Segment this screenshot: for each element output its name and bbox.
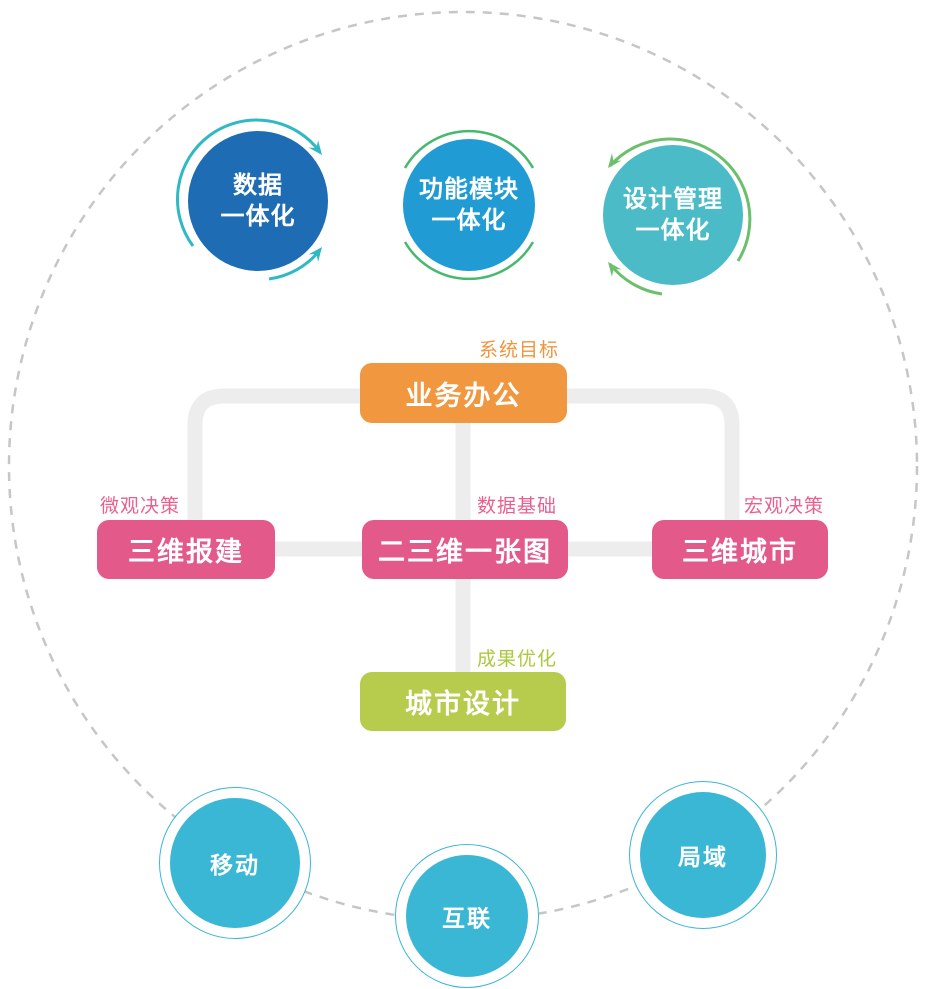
flow-node-3d-city: 三维城市 — [652, 520, 828, 579]
top-circle-module-integration: 功能模块 一体化 — [403, 139, 535, 271]
tag-system-goal: 系统目标 — [478, 340, 559, 361]
bottom-ring-internet: 互联 — [395, 844, 539, 988]
bottom-circle-mobile: 移动 — [170, 798, 300, 928]
circle3-arrowheads — [608, 153, 622, 277]
flow-node-urban-design: 城市设计 — [360, 672, 566, 731]
top-circle-design-management-integration: 设计管理 一体化 — [603, 145, 743, 285]
circle-label-line1: 设计管理 — [623, 186, 723, 213]
circle-label-line2: 一体化 — [431, 207, 507, 234]
circle-label-line2: 一体化 — [220, 203, 296, 230]
circle-label-line2: 一体化 — [635, 217, 711, 244]
bottom-ring-lan: 局域 — [629, 781, 777, 929]
circle2-arcs — [403, 129, 535, 281]
tag-macro-decision: 宏观决策 — [743, 496, 824, 517]
tag-micro-decision: 微观决策 — [100, 496, 181, 517]
top-circle-data-integration: 数据 一体化 — [188, 131, 328, 271]
bottom-circle-lan: 局域 — [640, 792, 766, 918]
flow-node-business-office: 业务办公 — [360, 363, 567, 423]
flow-node-3d-submission: 三维报建 — [97, 520, 275, 579]
circle-label-line1: 数据 — [233, 172, 283, 199]
flow-node-2d3d-one-map: 二三维一张图 — [362, 520, 568, 579]
outer-dashed-circle — [7, 10, 919, 922]
circle1-arrow-arcs — [176, 118, 322, 281]
tag-result-optimization: 成果优化 — [476, 649, 557, 670]
bottom-ring-mobile: 移动 — [159, 787, 311, 939]
circle-label-line1: 功能模块 — [419, 176, 519, 203]
circle1-arrowheads — [308, 140, 322, 262]
tag-data-foundation: 数据基础 — [476, 496, 557, 517]
bottom-circle-internet: 互联 — [406, 855, 528, 977]
